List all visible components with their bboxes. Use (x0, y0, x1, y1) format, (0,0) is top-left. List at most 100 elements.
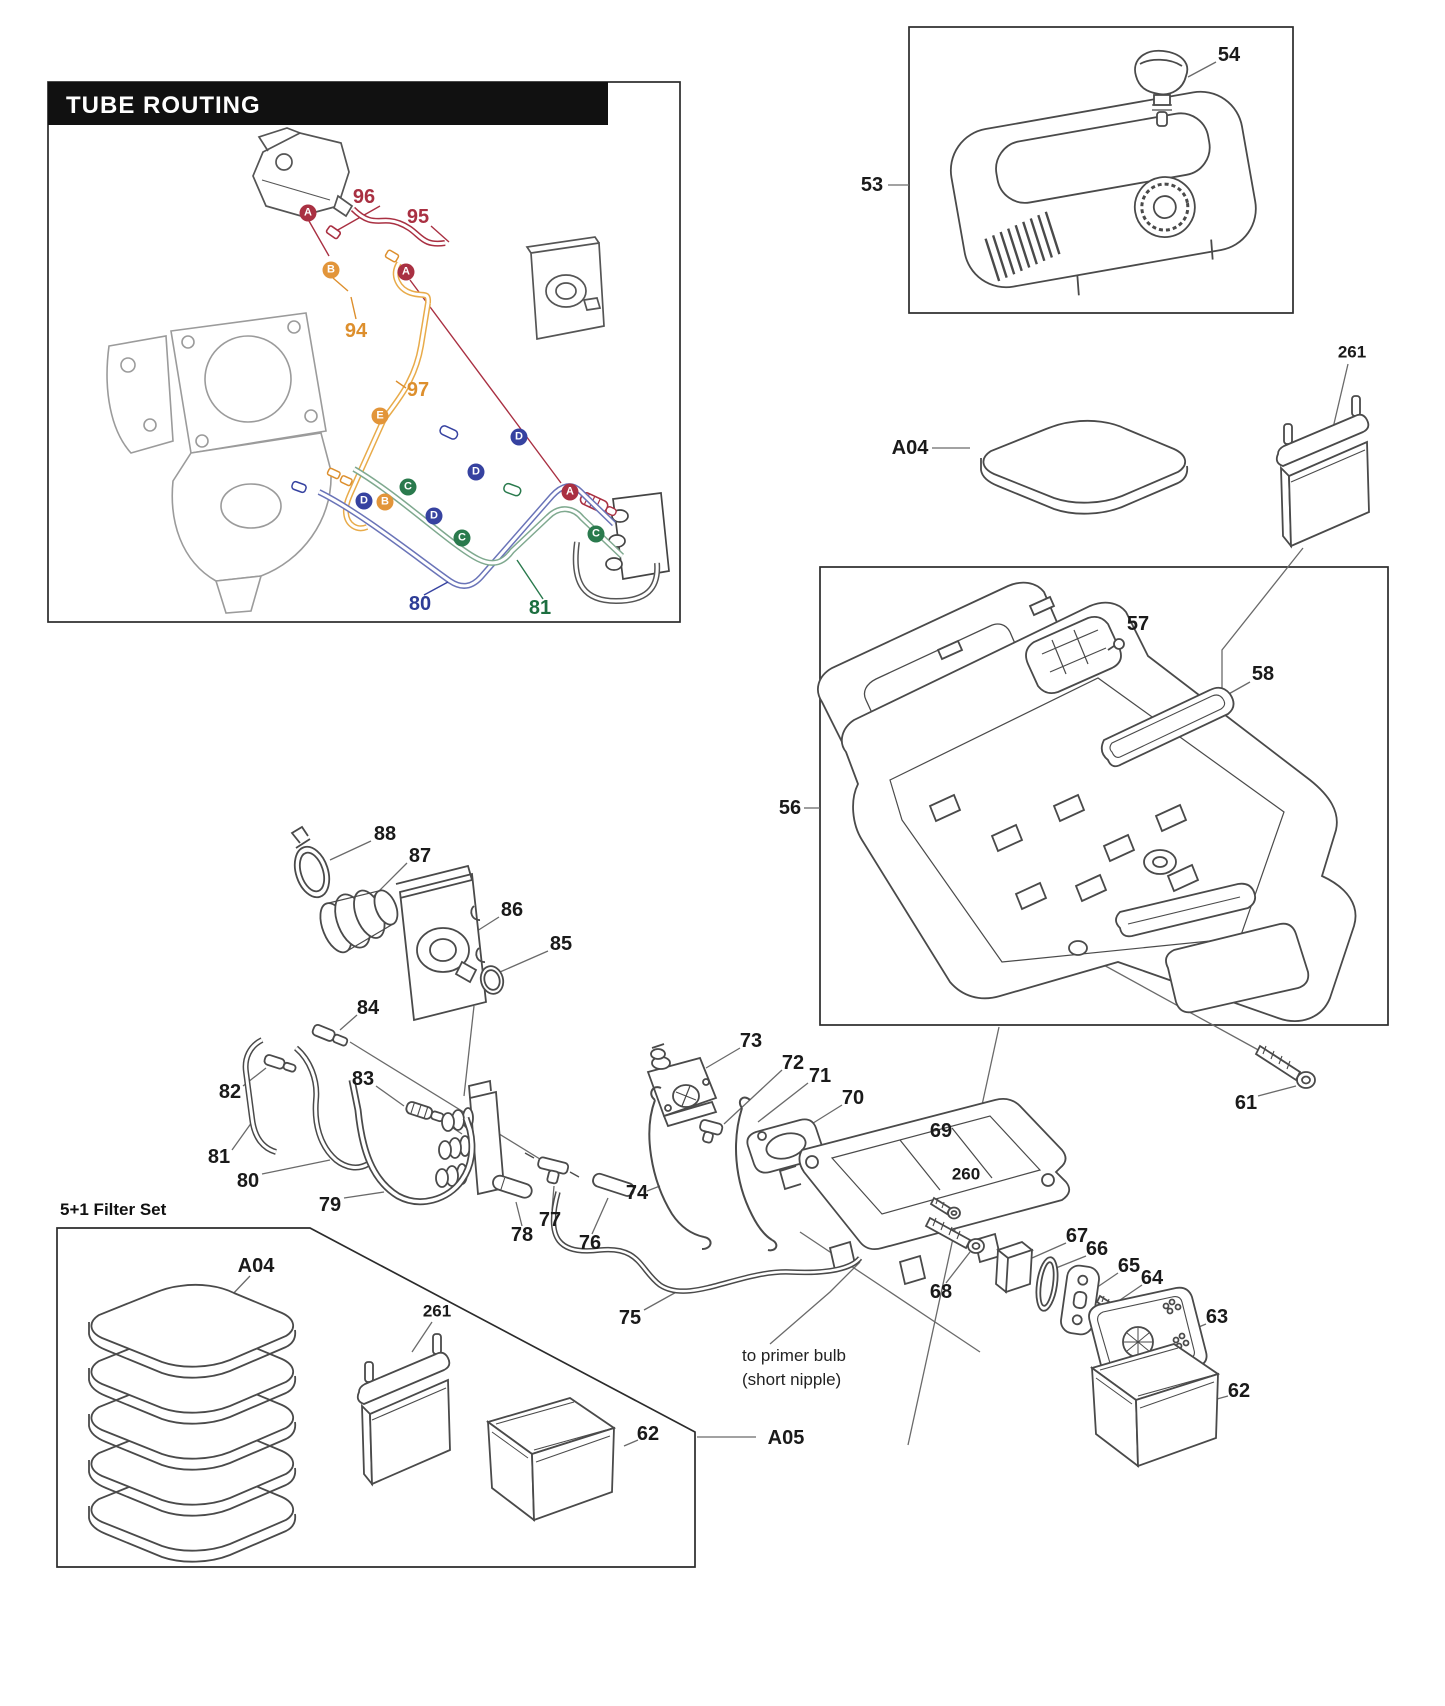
part-label-62-set: 62 (636, 1423, 660, 1445)
filter-set-title: 5+1 Filter Set (60, 1200, 167, 1219)
carburetor-art (646, 1043, 718, 1128)
tube-badge-d3: D (467, 463, 485, 481)
ring-85-art (479, 965, 505, 995)
engine-cover-art (949, 49, 1257, 296)
exploded-view-art (88, 49, 1370, 1563)
primer-bulb-note: to primer bulb (short nipple) (742, 1344, 846, 1392)
part-label-81: 81 (207, 1146, 231, 1168)
part-label-69: 69 (929, 1120, 953, 1142)
primer-bulb-note-line1: to primer bulb (742, 1346, 846, 1365)
housing-box (819, 566, 1389, 1026)
part-label-67: 67 (1065, 1225, 1089, 1247)
part-label-72: 72 (781, 1052, 805, 1074)
foam-67-art (995, 1240, 1034, 1294)
tube-label-97: 97 (406, 379, 430, 401)
tube-label-80: 80 (408, 593, 432, 615)
part-label-260: 260 (951, 1164, 981, 1184)
boot-art (319, 889, 399, 954)
filter-set-stack-art (88, 1283, 297, 1563)
fitting-83-art (405, 1101, 445, 1123)
oring-66-art (1035, 1256, 1059, 1312)
tube-badge-d2: D (425, 507, 443, 525)
gasket-58-art (1100, 686, 1235, 768)
latch-cover-art (1025, 615, 1125, 695)
clamp-art (290, 825, 331, 899)
filter-pad-art (980, 419, 1189, 515)
tube-label-94: 94 (344, 320, 368, 342)
cover-box (908, 26, 1294, 314)
fitting-82-art (263, 1054, 297, 1073)
part-label-76: 76 (578, 1232, 602, 1254)
tube-badge-d1: D (355, 492, 373, 510)
fitting-84-art (311, 1024, 349, 1047)
tube-label-96: 96 (352, 186, 376, 208)
part-label-a04: A04 (891, 437, 929, 459)
filter-set-62-art (487, 1397, 615, 1521)
part-label-64: 64 (1140, 1267, 1164, 1289)
part-label-84: 84 (356, 997, 380, 1019)
part-label-66: 66 (1085, 1238, 1109, 1260)
part-label-a04-set: A04 (237, 1255, 275, 1277)
part-label-58: 58 (1251, 663, 1275, 685)
bracket-69-art (778, 1097, 1071, 1286)
part-label-79: 79 (318, 1194, 342, 1216)
tee-77-art (524, 1152, 580, 1185)
tube-badge-d4: D (510, 428, 528, 446)
part-label-a05: A05 (767, 1427, 805, 1449)
tube-badge-a3: A (561, 483, 579, 501)
part-label-70: 70 (841, 1087, 865, 1109)
tube-label-81: 81 (528, 597, 552, 619)
part-label-65: 65 (1117, 1255, 1141, 1277)
part-label-71: 71 (808, 1065, 832, 1087)
housing-art (817, 581, 1357, 1022)
part-label-74: 74 (625, 1182, 649, 1204)
part-label-54: 54 (1217, 44, 1241, 66)
elbow-72-art (699, 1119, 724, 1144)
tube-routing-title: TUBE ROUTING (66, 92, 261, 119)
spring-71-art (735, 1096, 778, 1252)
filter-set-261-art (356, 1333, 451, 1485)
screw-61-art (1254, 1044, 1316, 1089)
tube-badge-c3: C (587, 525, 605, 543)
part-label-88: 88 (373, 823, 397, 845)
tube-badge-c1: C (399, 478, 417, 496)
tube-badge-b1: B (322, 261, 340, 279)
part-label-61: 61 (1234, 1092, 1258, 1114)
part-label-86: 86 (500, 899, 524, 921)
screw-260-art (929, 1196, 961, 1220)
tube-routing-title-bar (48, 82, 608, 125)
tube-label-95: 95 (406, 206, 430, 228)
part-label-53: 53 (860, 174, 884, 196)
part-label-87: 87 (408, 845, 432, 867)
part-label-78: 78 (510, 1224, 534, 1246)
tube-badge-a2: A (397, 263, 415, 281)
tube-routing-art (106, 127, 670, 614)
plate-86-art (395, 864, 487, 1022)
tube-badge-c2: C (453, 529, 471, 547)
part-label-261-set: 261 (422, 1301, 452, 1321)
primer-bulb-note-line2: (short nipple) (742, 1370, 842, 1389)
part-label-85: 85 (549, 933, 573, 955)
knob-art (1134, 49, 1189, 127)
part-label-82: 82 (218, 1081, 242, 1103)
part-label-73: 73 (739, 1030, 763, 1052)
tube-78-art (492, 1174, 533, 1199)
part-label-62: 62 (1227, 1380, 1251, 1402)
spring-74-art (648, 1086, 712, 1250)
part-label-80: 80 (236, 1170, 260, 1192)
filter-set-box (56, 1227, 696, 1568)
part-label-77: 77 (538, 1209, 562, 1231)
tube-badge-b2: B (376, 493, 394, 511)
screw-68-art (924, 1216, 985, 1254)
tube-badge-a1: A (299, 204, 317, 222)
part-label-68: 68 (929, 1281, 953, 1303)
part-label-56: 56 (778, 797, 802, 819)
tube-76-art (592, 1172, 635, 1197)
part-label-261: 261 (1337, 342, 1367, 362)
manifold-art (435, 1079, 505, 1196)
part-label-75: 75 (618, 1307, 642, 1329)
part-label-83: 83 (351, 1068, 375, 1090)
filter-box-62-art (1091, 1343, 1219, 1467)
